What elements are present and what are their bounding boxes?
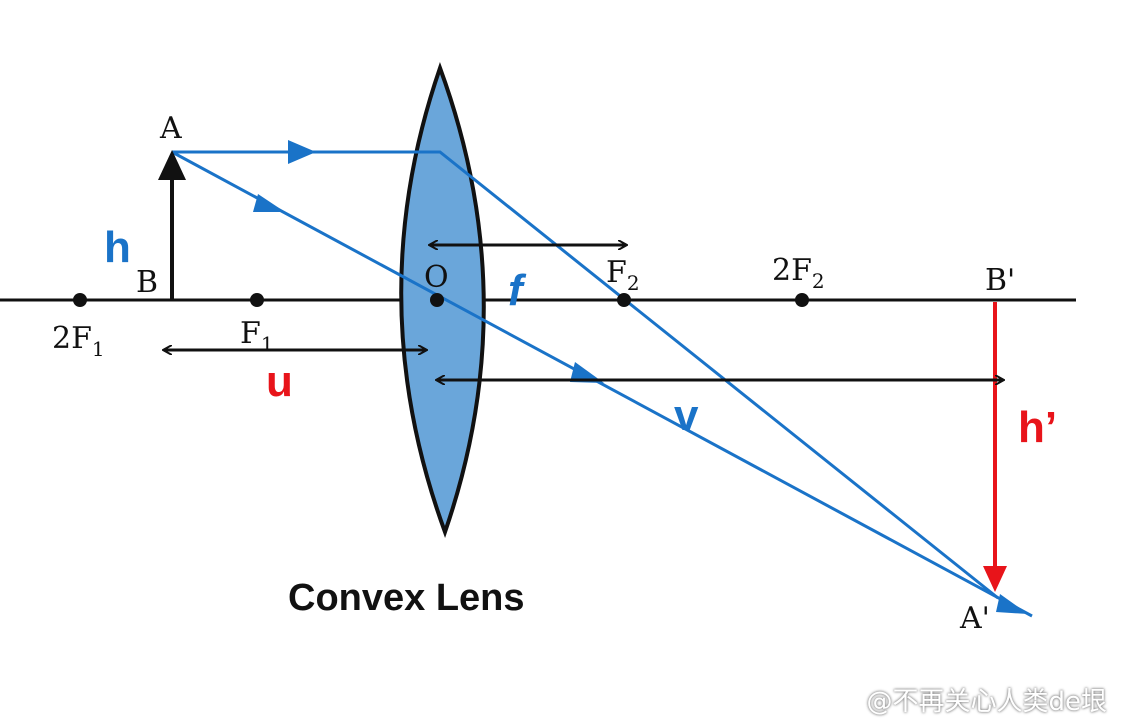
label-u: u xyxy=(266,357,293,406)
label-h-prime: h’ xyxy=(1018,403,1057,452)
point-O xyxy=(430,293,444,307)
label-B: B xyxy=(136,265,158,300)
point-F1 xyxy=(250,293,264,307)
label-2F1: 2F1 xyxy=(52,321,105,361)
ray-arrow-1 xyxy=(288,140,316,164)
label-A-prime: A' xyxy=(959,601,990,636)
label-F2: F2 xyxy=(606,255,640,295)
label-O: O xyxy=(424,260,449,295)
watermark: @不再关心人类de垠 xyxy=(866,687,1107,717)
label-h: h xyxy=(104,223,131,272)
caption: Convex Lens xyxy=(288,577,525,619)
label-2F2: 2F2 xyxy=(772,253,825,293)
center-ray xyxy=(171,150,1033,618)
ray-arrow-2 xyxy=(253,194,285,212)
label-v: v xyxy=(674,391,699,440)
ray-arrow-4 xyxy=(996,594,1028,614)
label-A: A xyxy=(159,111,182,146)
object-arrowhead xyxy=(158,150,186,180)
label-F1: F1 xyxy=(240,316,274,356)
label-B-prime: B' xyxy=(985,263,1015,298)
parallel-ray xyxy=(172,150,999,600)
image-arrowhead xyxy=(983,566,1007,592)
label-f: f xyxy=(508,266,527,315)
point-2F1 xyxy=(73,293,87,307)
point-F2 xyxy=(617,293,631,307)
point-2F2 xyxy=(795,293,809,307)
